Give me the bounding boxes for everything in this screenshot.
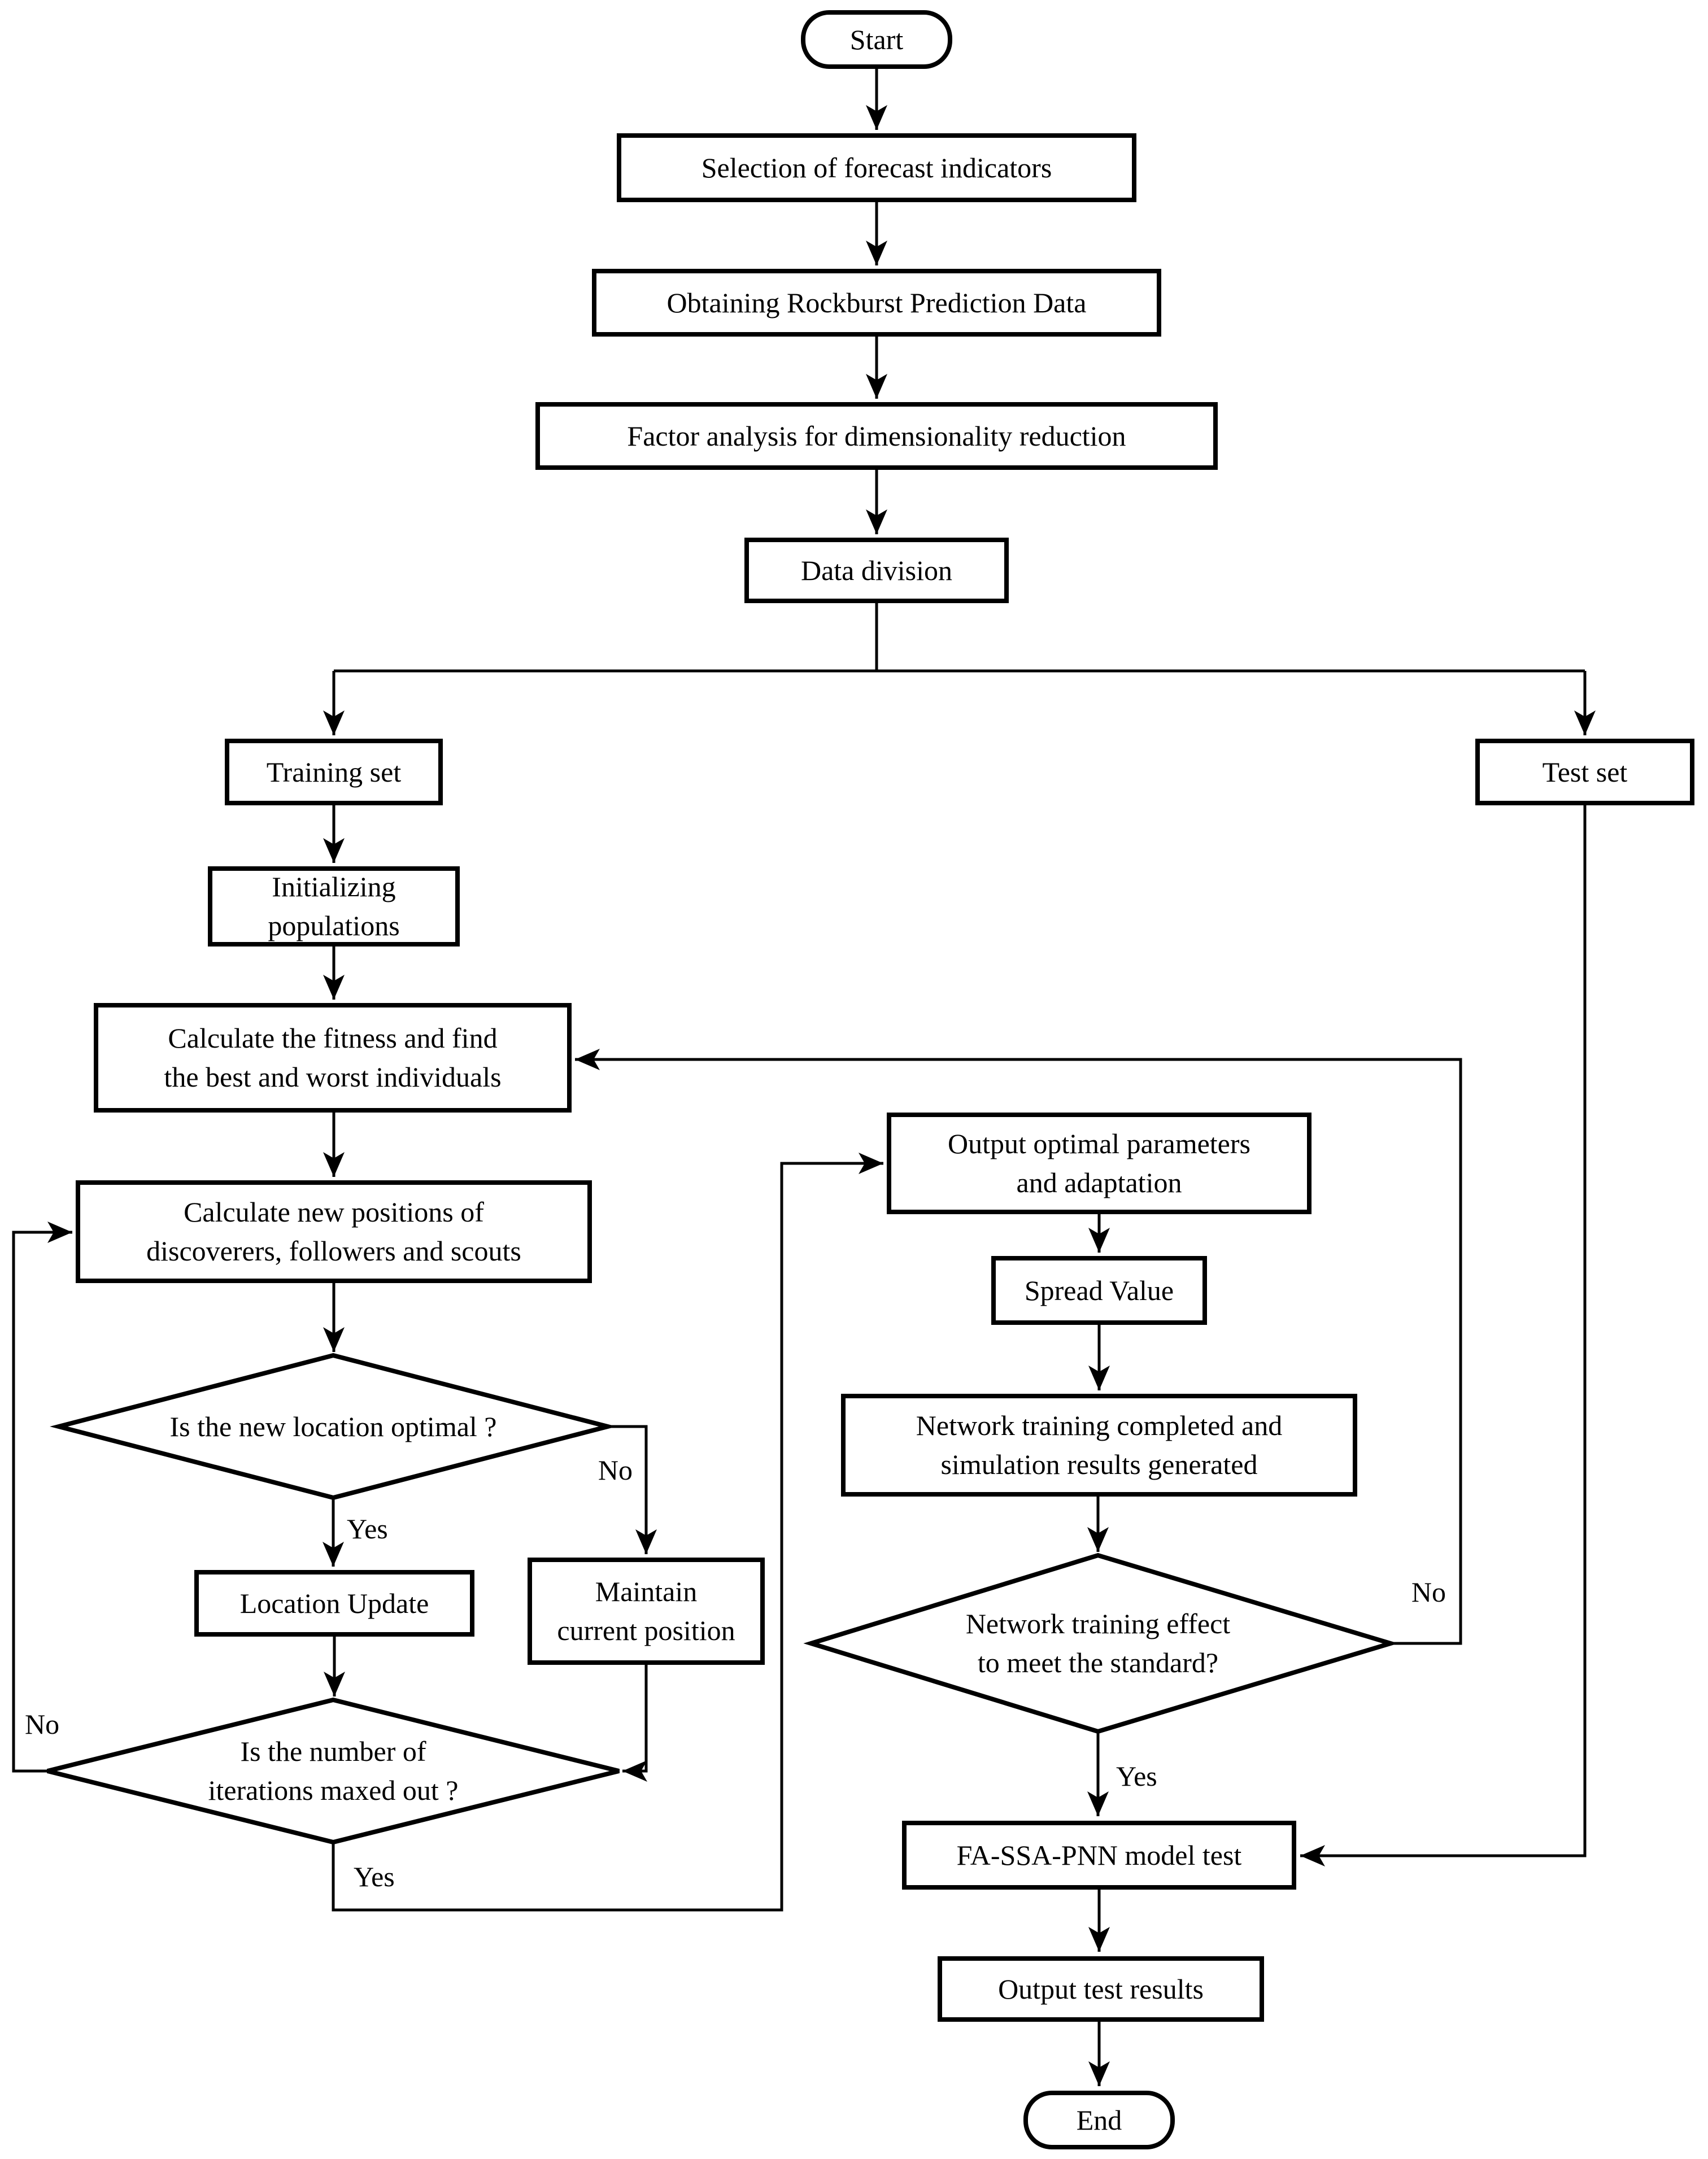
node-calculate-new-positions: Calculate new positions of discoverers, … (76, 1180, 592, 1283)
edge-label-decision2-yes: Yes (354, 1861, 395, 1892)
node-start: Start (801, 10, 952, 69)
edge-maintain-to-decision2 (622, 1665, 648, 1782)
edge-test-set-to-model-test (1300, 805, 1587, 1866)
node-initializing-populations: Initializing populations (208, 866, 460, 947)
edge-label-decision1-no: No (598, 1454, 633, 1486)
edge-decision2-yes-loop-to-output-params (332, 1153, 883, 1912)
edge-label-decision3-yes: Yes (1116, 1760, 1157, 1792)
node-end: End (1023, 2091, 1175, 2149)
node-maintain-current-position: Maintain current position (528, 1558, 765, 1665)
node-output-optimal-parameters: Output optimal parameters and adaptation (887, 1113, 1312, 1214)
node-location-update: Location Update (194, 1570, 474, 1637)
node-network-training-completed: Network training completed and simulatio… (841, 1394, 1357, 1497)
node-training-set: Training set (225, 739, 443, 805)
decision-diamond-iterations-maxed (47, 1697, 620, 1845)
edge-label-decision3-no: No (1411, 1576, 1446, 1608)
edge-decision3-no-loop-to-fitness (575, 1049, 1462, 1645)
decision-label-training-effect: Network training effect to meet the stan… (965, 1608, 1231, 1678)
node-factor-analysis: Factor analysis for dimensionality reduc… (535, 402, 1218, 470)
node-selection-of-forecast-indicators: Selection of forecast indicators (617, 133, 1136, 202)
node-test-set: Test set (1475, 739, 1694, 805)
edge-decision1-no-to-maintain (608, 1425, 657, 1554)
node-output-test-results: Output test results (938, 1956, 1264, 2022)
decision-label-iterations-maxed: Is the number of iterations maxed out ? (208, 1735, 459, 1806)
decision-label-new-location-optimal: Is the new location optimal ? (169, 1410, 497, 1442)
node-spread-value: Spread Value (991, 1256, 1207, 1325)
node-obtaining-rockburst-data: Obtaining Rockburst Prediction Data (592, 269, 1161, 337)
node-fa-ssa-pnn-model-test: FA-SSA-PNN model test (902, 1821, 1296, 1890)
edge-label-decision1-yes: Yes (347, 1513, 388, 1545)
edge-label-decision2-no: No (25, 1708, 60, 1740)
node-calculate-fitness: Calculate the fitness and find the best … (94, 1003, 572, 1113)
node-data-division: Data division (744, 538, 1009, 603)
edge-decision2-no-loop-to-new-positions (12, 1222, 72, 1773)
